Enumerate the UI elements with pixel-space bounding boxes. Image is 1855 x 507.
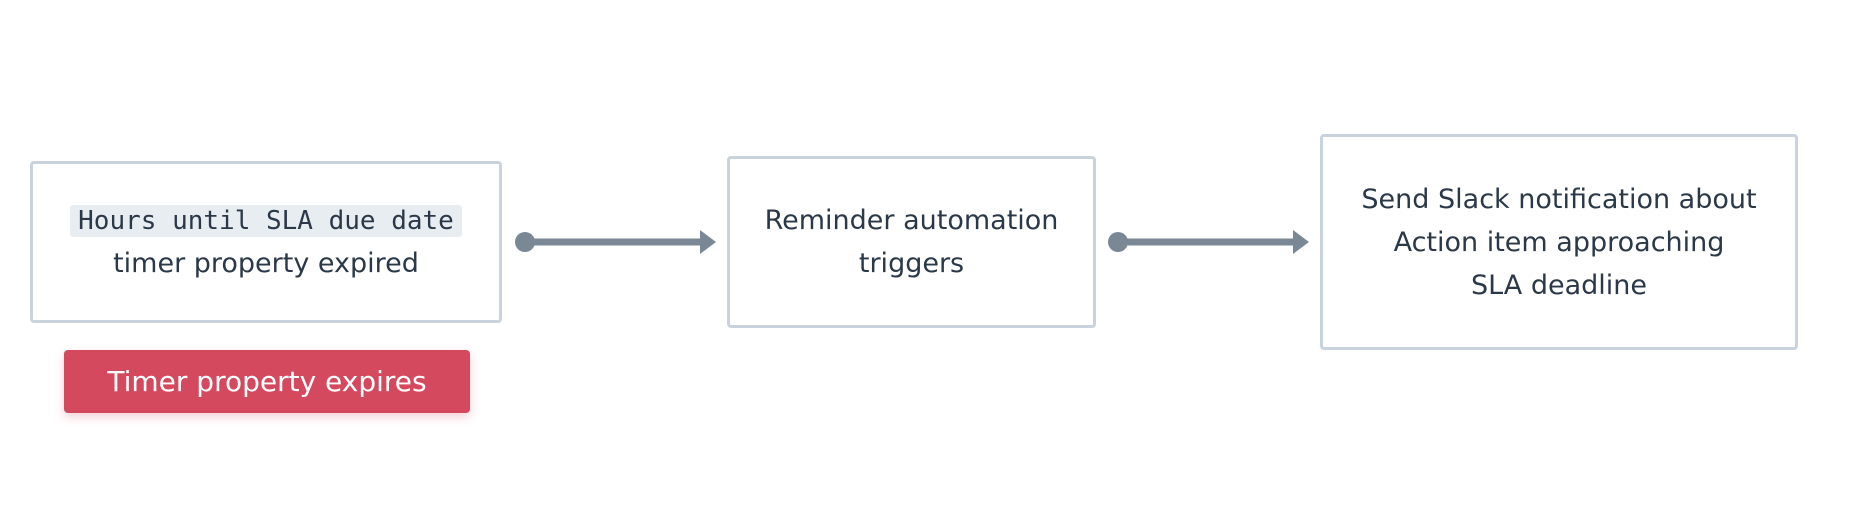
connector-automation-to-action xyxy=(1108,230,1309,254)
action-text-line-2: Action item approaching xyxy=(1393,226,1725,258)
timer-expires-badge: Timer property expires xyxy=(64,350,470,413)
connector-1-arrowhead xyxy=(700,230,716,254)
automation-step-box: Reminder automation triggers xyxy=(727,156,1096,328)
trigger-code-line: Hours until SLA due date xyxy=(70,199,462,242)
action-step-box: Send Slack notification about Action ite… xyxy=(1320,134,1798,350)
connector-2-arrowhead xyxy=(1293,230,1309,254)
connector-trigger-to-automation xyxy=(515,230,716,254)
trigger-step-box: Hours until SLA due date timer property … xyxy=(30,161,502,323)
automation-text-line-1: Reminder automation xyxy=(764,205,1059,236)
timer-property-code: Hours until SLA due date xyxy=(70,205,462,237)
action-text-line-3: SLA deadline xyxy=(1470,269,1647,301)
action-text-line-1: Send Slack notification about xyxy=(1361,183,1757,215)
automation-text-line-2: triggers xyxy=(858,248,965,279)
trigger-text-line: timer property expired xyxy=(113,248,419,279)
